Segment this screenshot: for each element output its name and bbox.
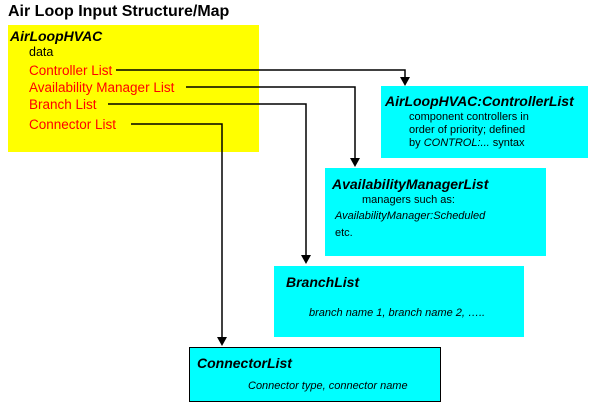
availability-manager-list-desc-3: etc. bbox=[335, 227, 353, 239]
arrow-to-branch-list bbox=[108, 103, 307, 262]
branch-list-box: BranchList branch name 1, branch name 2,… bbox=[273, 265, 525, 338]
airloophvac-box: AirLoopHVAC data Controller List Availab… bbox=[8, 25, 259, 152]
controller-list-desc-2: order of priority; defined bbox=[409, 124, 526, 136]
controller-list-desc-3-italic: CONTROL:... bbox=[423, 137, 490, 149]
arrowhead-connector-list bbox=[217, 337, 227, 346]
availability-manager-list-title: AvailabilityManagerList bbox=[332, 176, 489, 192]
connector-list-title: ConnectorList bbox=[197, 355, 292, 371]
controller-list-desc-3-prefix: by bbox=[409, 137, 424, 149]
branch-list-title: BranchList bbox=[286, 274, 360, 290]
airloophvac-title: AirLoopHVAC bbox=[10, 28, 103, 44]
diagram-title: Air Loop Input Structure/Map bbox=[8, 3, 230, 20]
controller-list-item: Controller List bbox=[29, 63, 113, 78]
controller-list-desc-3-suffix: syntax bbox=[489, 137, 525, 149]
controller-list-box: AirLoopHVAC:ControllerList component con… bbox=[380, 85, 589, 159]
arrow-to-availability-manager-list bbox=[186, 86, 356, 165]
arrowhead-controller-list bbox=[400, 77, 410, 86]
arrow-to-connector-list bbox=[131, 123, 223, 344]
controller-list-desc-3: by CONTROL:... syntax bbox=[409, 137, 525, 149]
controller-list-desc-1: component controllers in bbox=[409, 111, 529, 123]
arrowhead-availability-manager-list bbox=[350, 158, 360, 167]
arrowhead-branch-list bbox=[301, 255, 311, 264]
availability-manager-list-desc-2: AvailabilityManager:Scheduled bbox=[335, 210, 486, 222]
availability-manager-list-item: Availability Manager List bbox=[29, 80, 175, 95]
availability-manager-list-box: AvailabilityManagerList managers such as… bbox=[324, 167, 547, 257]
connector-list-box: ConnectorList Connector type, connector … bbox=[189, 347, 441, 402]
availability-manager-list-desc-1: managers such as: bbox=[362, 194, 455, 206]
connector-list-item: Connector List bbox=[29, 117, 117, 132]
connector-list-desc: Connector type, connector name bbox=[248, 380, 408, 392]
data-label: data bbox=[29, 45, 54, 59]
controller-list-title: AirLoopHVAC:ControllerList bbox=[385, 93, 574, 109]
arrow-to-controller-list bbox=[116, 69, 406, 84]
branch-list-desc: branch name 1, branch name 2, ….. bbox=[309, 307, 486, 319]
branch-list-item: Branch List bbox=[29, 97, 97, 112]
